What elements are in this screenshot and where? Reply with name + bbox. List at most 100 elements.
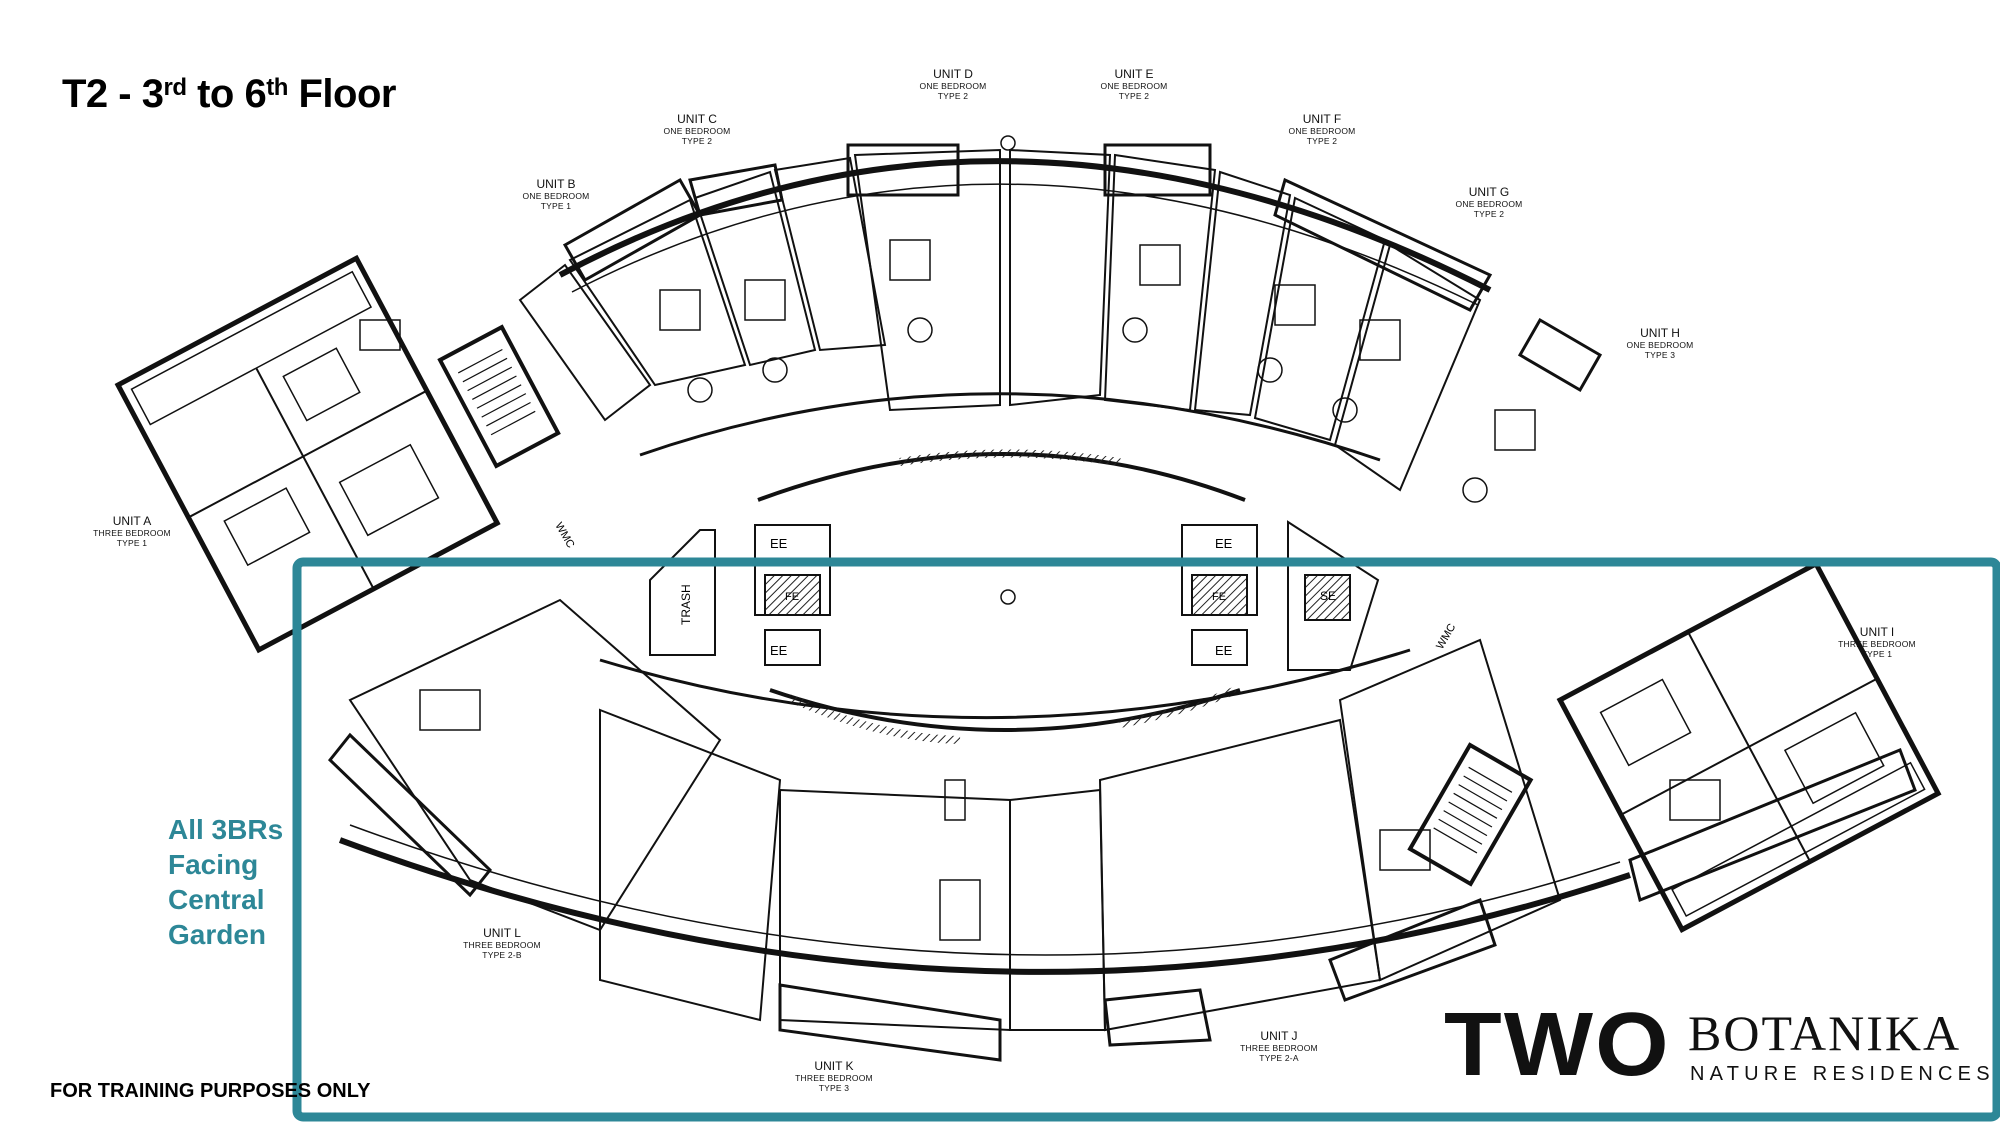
corridor-wall-bottom [599,648,1411,720]
unit-type: TYPE 3 [1644,350,1676,360]
unit-i-block [1556,560,1942,933]
note-line: Garden [168,919,267,950]
title-sup: rd [163,74,187,101]
logo-tagline: NATURE RESIDENCES [1690,1063,1995,1085]
top-balconies [562,143,1603,393]
unit-desc: THREE BEDROOM [463,940,541,950]
unit-name: UNIT C [677,112,717,126]
label-fe-1: FE [785,591,799,603]
garden-bottom-hatch-2 [1119,686,1238,728]
title-part: to 6 [186,72,267,116]
trash-core [649,529,716,656]
unit-desc: ONE BEDROOM [663,126,731,136]
outer-wall [558,158,1492,293]
unit-label-e: UNIT E ONE BEDROOM TYPE 2 [1100,67,1168,102]
note-line: Central [168,884,265,915]
label-trash: TRASH [679,584,693,625]
column-center [1000,589,1016,605]
unit-label-a: UNIT A THREE BEDROOM TYPE 1 [93,514,171,549]
outer-wall-bottom [338,837,1631,975]
top-units [518,148,1482,492]
unit-type: TYPE 2-A [1259,1053,1299,1063]
unit-desc: ONE BEDROOM [1455,199,1523,209]
unit-type: TYPE 2 [1306,136,1338,146]
unit-label-c: UNIT C ONE BEDROOM TYPE 2 [663,112,731,147]
unit-name: UNIT J [1260,1029,1298,1043]
corridor-wall-top [639,392,1381,462]
garden-top [757,452,1246,502]
unit-name: UNIT F [1302,112,1342,126]
label-ee-2: EE [770,643,788,658]
unit-desc: ONE BEDROOM [1288,126,1356,136]
unit-type: TYPE 1 [1861,649,1893,659]
unit-name: UNIT E [1114,67,1154,81]
label-se: SE [1320,589,1336,603]
bottom-balconies [327,732,1917,1062]
unit-type: TYPE 2 [1118,91,1150,101]
brand-logo: TWO BOTANIKA NATURE RESIDENCES [1444,1000,1990,1098]
unit-desc: THREE BEDROOM [93,528,171,538]
unit-desc: ONE BEDROOM [1100,81,1168,91]
unit-desc: THREE BEDROOM [795,1073,873,1083]
unit-name: UNIT H [1640,326,1680,340]
unit-name: UNIT I [1859,625,1895,639]
unit-type: TYPE 3 [818,1083,850,1093]
unit-type: TYPE 2 [937,91,969,101]
unit-label-f: UNIT F ONE BEDROOM TYPE 2 [1288,112,1356,147]
note-line: All 3BRs [168,814,284,845]
training-disclaimer: FOR TRAINING PURPOSES ONLY [50,1080,371,1102]
elevator-core-right [1181,524,1258,666]
label-ee-4: EE [1215,643,1233,658]
column-top [1000,135,1016,151]
unit-label-j: UNIT J THREE BEDROOM TYPE 2-A [1240,1029,1318,1064]
unit-label-b: UNIT B ONE BEDROOM TYPE 1 [522,177,590,212]
label-wmc-2: WMC [1434,622,1458,652]
unit-label-i: UNIT I THREE BEDROOM TYPE 1 [1838,625,1916,660]
garden-top-hatch [899,449,1121,466]
unit-type: TYPE 2 [681,136,713,146]
unit-name: UNIT G [1468,185,1510,199]
title-sup: th [266,74,288,101]
label-ee-3: EE [1215,536,1233,551]
outer-wall-inner [571,183,1479,306]
label-ee-1: EE [770,536,788,551]
furniture [359,239,1721,941]
highlight-frame [292,557,2000,1122]
unit-name: UNIT L [483,926,521,940]
title-part: Floor [287,72,396,116]
unit-label-k: UNIT K THREE BEDROOM TYPE 3 [795,1059,873,1094]
label-fe-2: FE [1212,591,1226,603]
unit-type: TYPE 2 [1473,209,1505,219]
unit-name: UNIT B [536,177,576,191]
unit-label-d: UNIT D ONE BEDROOM TYPE 2 [919,67,987,102]
unit-desc: ONE BEDROOM [919,81,987,91]
unit-name: UNIT A [112,514,152,528]
logo-wordmark-botanika: BOTANIKA [1688,1005,1962,1061]
unit-a-block [114,254,501,654]
service-core [1287,520,1380,671]
unit-name: UNIT K [814,1059,854,1073]
unit-type: TYPE 1 [540,201,572,211]
title-part: T2 - 3 [62,72,164,116]
note-line: Facing [168,849,259,880]
unit-desc: THREE BEDROOM [1240,1043,1318,1053]
unit-desc: ONE BEDROOM [1626,340,1694,350]
unit-desc: ONE BEDROOM [522,191,590,201]
stair-left [437,324,561,469]
outer-wall-bottom-inner [349,824,1621,956]
stair-right [1407,742,1534,887]
elevator-core-left [754,524,831,666]
unit-label-h: UNIT H ONE BEDROOM TYPE 3 [1626,326,1694,361]
bottom-units [348,598,1562,1032]
unit-type: TYPE 2-B [482,950,522,960]
unit-type: TYPE 1 [116,538,148,548]
unit-label-g: UNIT G ONE BEDROOM TYPE 2 [1455,185,1523,220]
unit-desc: THREE BEDROOM [1838,639,1916,649]
logo-wordmark-two: TWO [1444,995,1671,1095]
highlight-note: All 3BRs Facing Central Garden [168,812,318,952]
unit-label-l: UNIT L THREE BEDROOM TYPE 2-B [463,926,541,961]
label-wmc-1: WMC [552,521,576,551]
page-title: T2 - 3rd to 6th Floor [62,72,396,117]
unit-name: UNIT D [933,67,973,81]
